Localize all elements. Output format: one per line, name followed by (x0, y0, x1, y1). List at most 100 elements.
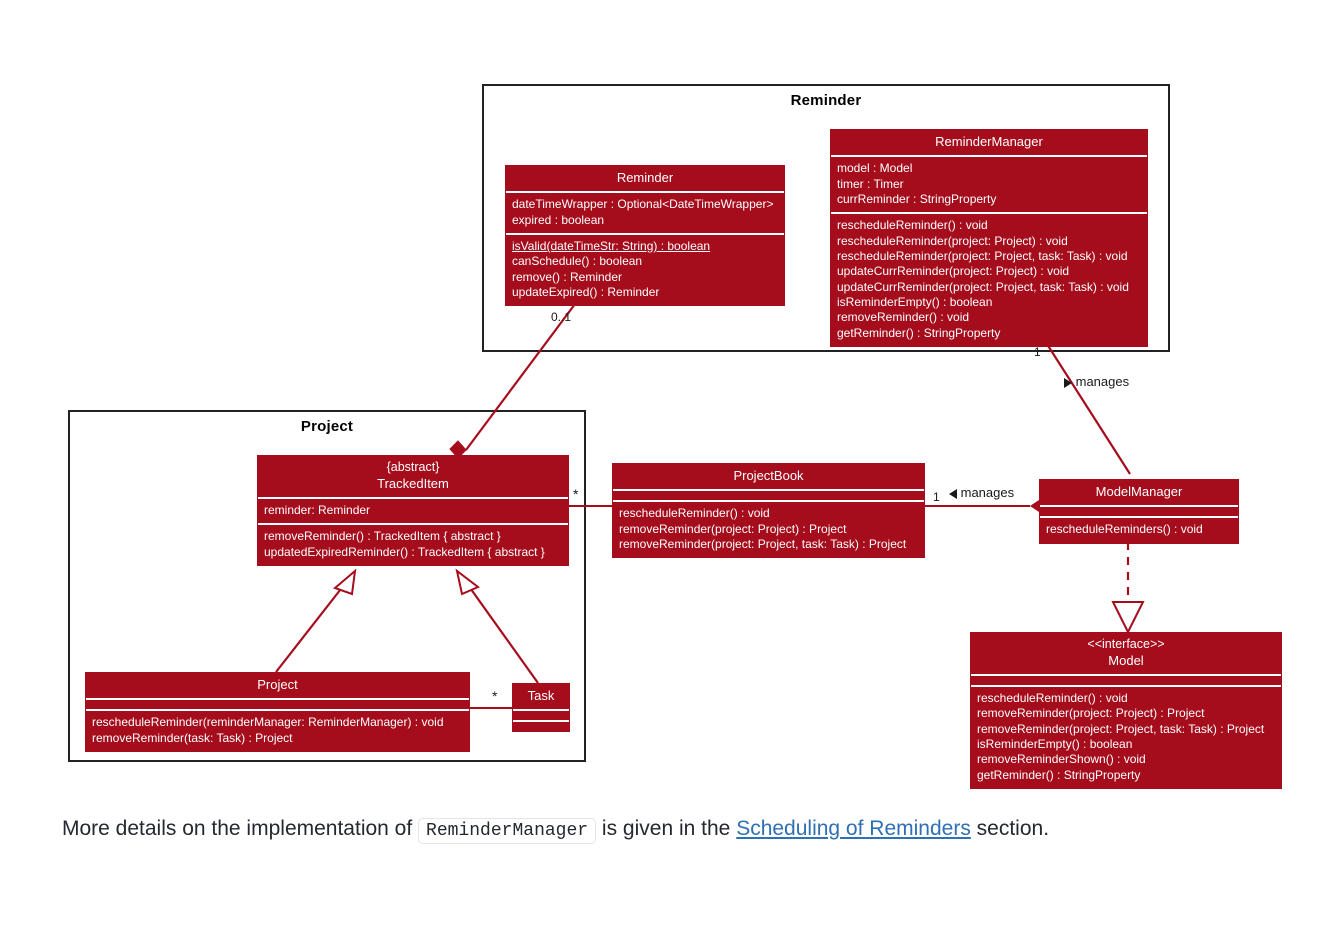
method: rescheduleReminder(project: Project, tas… (837, 249, 1128, 264)
caption-part3: section. (976, 817, 1050, 840)
class-model-attributes (971, 676, 1281, 685)
multiplicity-trackeditem: * (573, 486, 579, 502)
class-projectbook-methods: rescheduleReminder() : void removeRemind… (613, 502, 924, 557)
label-manages-mid: manages (949, 485, 1014, 500)
separator (971, 684, 1281, 687)
method: updateCurrReminder(project: Project, tas… (837, 279, 1129, 294)
class-trackeditem[interactable]: {abstract} TrackedItem reminder: Reminde… (257, 455, 569, 566)
method: removeReminder() : TrackedItem { abstrac… (264, 529, 501, 544)
method: canSchedule() : boolean (512, 254, 643, 269)
link-projectbook-modelmanager (925, 500, 1048, 512)
method: isReminderEmpty() : boolean (837, 295, 993, 310)
class-reminder-title: Reminder (616, 170, 674, 185)
class-project-methods: rescheduleReminder(reminderManager: Remi… (86, 711, 469, 751)
label-manages-top: manages (1064, 374, 1129, 389)
attribute: reminder: Reminder (264, 502, 371, 517)
method: isValid(dateTimeStr: String) : boolean (512, 238, 711, 253)
class-remindermanager[interactable]: ReminderManager model : Model timer : Ti… (830, 129, 1148, 348)
method: removeReminder(task: Task) : Project (92, 730, 293, 745)
separator (613, 489, 924, 492)
method: rescheduleReminder() : void (619, 506, 770, 521)
manages-text: manages (1075, 374, 1130, 389)
separator (613, 500, 924, 503)
link-modelmanager-model (1111, 542, 1145, 635)
manages-text: manages (960, 485, 1015, 500)
method: rescheduleReminders() : void (1046, 522, 1203, 537)
attribute: timer : Timer (837, 176, 904, 191)
class-trackeditem-title: {abstract} TrackedItem (258, 456, 568, 497)
separator (513, 720, 569, 723)
method: rescheduleReminder() : void (977, 690, 1128, 705)
class-reminder-methods: isValid(dateTimeStr: String) : boolean c… (506, 235, 784, 305)
caption-paragraph: More details on the implementation of Re… (62, 812, 1242, 846)
class-task[interactable]: Task (512, 683, 570, 733)
method: getReminder() : StringProperty (837, 325, 1001, 340)
class-reminder-attributes: dateTimeWrapper : Optional<DateTimeWrapp… (506, 193, 784, 233)
reminder-package-title: Reminder (790, 92, 862, 109)
method: updatedExpiredReminder() : TrackedItem {… (264, 544, 545, 559)
class-trackeditem-attributes: reminder: Reminder (258, 499, 568, 523)
class-task-title: Task (527, 688, 555, 703)
caption-part1: More details on the implementation of (62, 817, 413, 840)
class-model-title: <<interface>> Model (971, 633, 1281, 674)
method: removeReminder(project: Project, task: T… (619, 536, 907, 551)
class-remindermanager-attributes: model : Model timer : Timer currReminder… (831, 157, 1147, 212)
class-task-attributes (513, 711, 569, 720)
method: removeReminder(project: Project) : Proje… (977, 706, 1205, 721)
class-modelmanager-title: ModelManager (1095, 484, 1183, 499)
project-package: Project (68, 410, 586, 762)
caption-link[interactable]: Scheduling of Reminders (736, 817, 971, 840)
separator (86, 698, 469, 701)
class-projectbook[interactable]: ProjectBook rescheduleReminder() : void … (612, 463, 925, 559)
separator (258, 496, 568, 499)
method: updateExpired() : Reminder (512, 285, 660, 300)
class-modelmanager[interactable]: ModelManager rescheduleReminders() : voi… (1039, 479, 1239, 544)
separator (1040, 505, 1238, 508)
class-modelmanager-attributes (1040, 507, 1238, 516)
class-projectbook-attributes (613, 491, 924, 500)
class-model[interactable]: <<interface>> Model rescheduleReminder()… (970, 632, 1282, 790)
class-trackeditem-methods: removeReminder() : TrackedItem { abstrac… (258, 525, 568, 565)
attribute: model : Model (837, 161, 913, 176)
reminder-package: Reminder (482, 84, 1170, 352)
method: remove() : Reminder (512, 269, 623, 284)
separator (258, 523, 568, 526)
class-name: Model (1108, 652, 1144, 668)
class-trackeditem-stereotype: {abstract} (386, 460, 440, 474)
class-task-methods (513, 722, 569, 731)
arrow-right-icon (1064, 377, 1072, 388)
attribute: dateTimeWrapper : Optional<DateTimeWrapp… (512, 197, 774, 212)
multiplicity-projectbook: 1 (933, 490, 940, 504)
separator (1040, 516, 1238, 519)
class-projectbook-title: ProjectBook (733, 468, 804, 483)
method: rescheduleReminder(reminderManager: Remi… (92, 715, 444, 730)
caption-code: ReminderManager (418, 818, 597, 844)
multiplicity-task: * (492, 688, 498, 704)
caption-part2: is given in the (601, 817, 731, 840)
multiplicity-reminder: 0..1 (551, 310, 572, 324)
separator (506, 232, 784, 235)
class-project[interactable]: Project rescheduleReminder(reminderManag… (85, 672, 470, 752)
method: getReminder() : StringProperty (977, 767, 1141, 782)
class-remindermanager-title: ReminderManager (935, 134, 1043, 149)
method: removeReminderShown() : void (977, 752, 1146, 767)
class-remindermanager-methods: rescheduleReminder() : void rescheduleRe… (831, 214, 1147, 346)
attribute: expired : boolean (512, 212, 605, 227)
method: rescheduleReminder(project: Project) : v… (837, 233, 1068, 248)
class-reminder[interactable]: Reminder dateTimeWrapper : Optional<Date… (505, 165, 785, 307)
method: rescheduleReminder() : void (837, 218, 988, 233)
attribute: currReminder : StringProperty (837, 191, 997, 206)
separator (831, 155, 1147, 158)
class-name: TrackedItem (377, 475, 449, 491)
class-project-title: Project (257, 677, 298, 692)
multiplicity-remindermanager: 1 (1034, 345, 1041, 359)
class-modelmanager-methods: rescheduleReminders() : void (1040, 518, 1238, 542)
separator (86, 709, 469, 712)
separator (513, 709, 569, 712)
method: updateCurrReminder(project: Project) : v… (837, 264, 1070, 279)
class-project-attributes (86, 700, 469, 709)
separator (831, 212, 1147, 215)
project-package-title: Project (300, 418, 354, 435)
method: removeReminder(project: Project) : Proje… (619, 521, 847, 536)
